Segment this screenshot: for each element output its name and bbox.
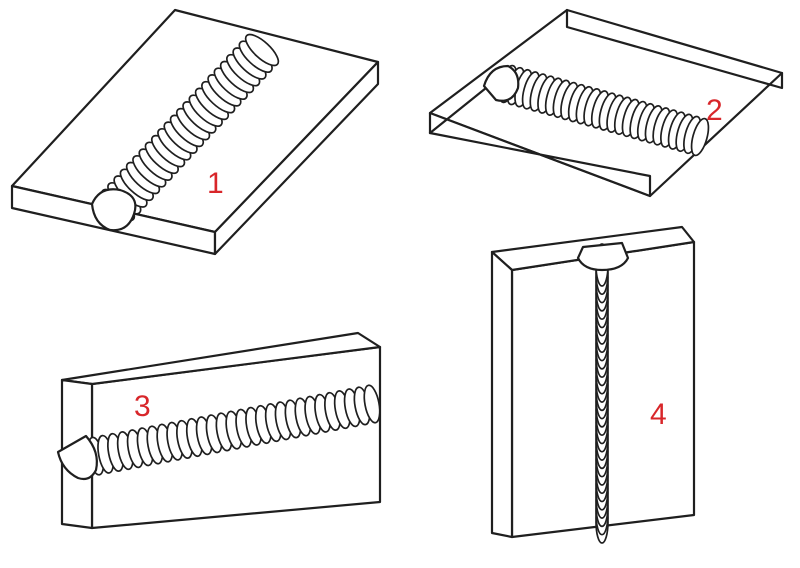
panel-1-flat-weld: 1: [10, 8, 380, 256]
bead-ripple: [690, 117, 710, 157]
bead-ripple: [363, 384, 381, 424]
label-3: 3: [134, 390, 151, 423]
bead-end-cap: [576, 241, 630, 272]
bead-end-cap: [90, 188, 137, 232]
weld-bead-3: [56, 384, 381, 481]
plate-2-top-ridge: [565, 8, 784, 90]
plate-2-front-edge: [428, 111, 652, 198]
panel-2-overhead-weld: 2: [428, 8, 784, 198]
label-1: 1: [207, 167, 224, 200]
plate-2-back-edge: [428, 86, 488, 135]
plate-1-side-face: [213, 60, 380, 256]
weld-bead-1: [90, 33, 280, 232]
weld-bead-2: [482, 64, 710, 157]
bead-end-cap: [482, 64, 520, 102]
label-2: 2: [706, 94, 723, 127]
bead-ripple: [244, 33, 280, 67]
label-4: 4: [650, 398, 667, 431]
bead-end-cap: [56, 434, 98, 481]
weld-bead-4: [576, 241, 630, 544]
plate-4-side-edge: [490, 250, 514, 539]
panel-4-vertical-weld: 4: [490, 225, 696, 544]
panel-3-horizontal-weld: 3: [56, 331, 382, 530]
